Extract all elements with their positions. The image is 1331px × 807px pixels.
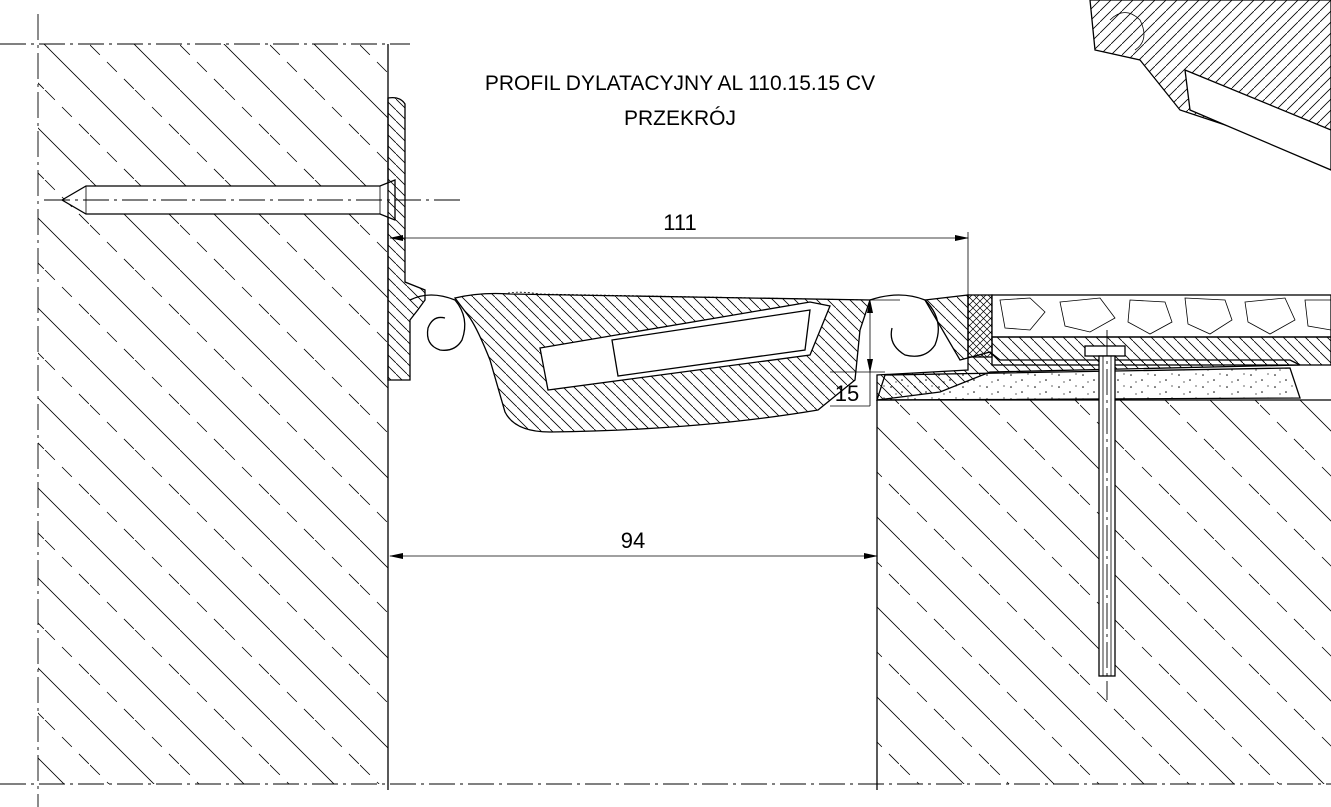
dimension-height-label: 15	[835, 381, 859, 406]
dimension-height	[830, 299, 900, 407]
drawing-subtitle: PRZEKRÓJ	[624, 107, 736, 130]
dimension-gap-width-label: 94	[621, 528, 645, 553]
left-profile-flange	[387, 96, 466, 381]
floor-finish-layer	[991, 294, 1331, 366]
drawing-title: PROFIL DYLATACYJNY AL 110.15.15 CV	[485, 72, 875, 95]
dimension-top-width	[389, 232, 969, 295]
mortar-bed	[876, 367, 1301, 401]
profile-isometric-fragment	[1089, 0, 1331, 171]
center-sliding-profile	[453, 291, 871, 433]
dimension-top-width-label: 111	[663, 210, 696, 235]
left-concrete-wall	[0, 14, 410, 807]
anchor-bolt-right	[1084, 330, 1126, 700]
